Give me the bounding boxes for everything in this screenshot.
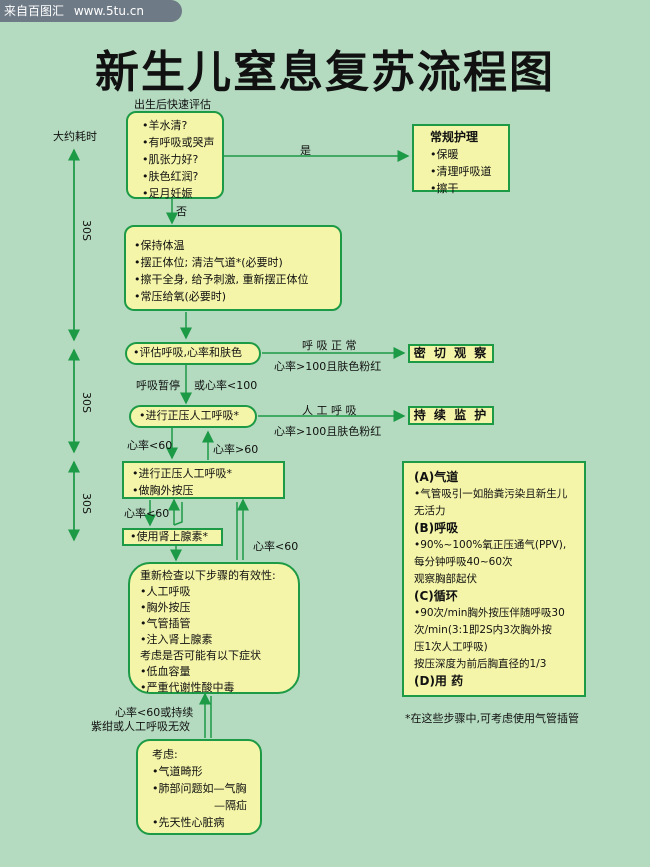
hr-lt60-label-c: 心率<60: [253, 540, 299, 553]
assess-pill: •评估呼吸,心率和肤色: [125, 342, 261, 365]
hr-gt60-label: 心率>60: [213, 443, 259, 456]
birth-eval-label: 出生后快速评估: [134, 98, 211, 111]
eval-item: •肤色红润?: [142, 170, 199, 183]
legend-a-text: •气管吸引一如胎粪污染且新生儿: [414, 488, 568, 500]
epinephrine-box: •使用肾上腺素*: [122, 528, 223, 546]
no-label: 否: [176, 205, 187, 218]
abcd-legend-box: (A)气道 •气管吸引一如胎粪污染且新生儿 无活力 (B)呼吸 •90%~100…: [402, 461, 586, 697]
or-hr-label: 或心率<100: [194, 379, 258, 392]
consider-item: •先天性心脏病: [152, 816, 225, 829]
routine-care-box: 常规护理 •保暖 •清理呼吸道 •擦干: [412, 124, 510, 195]
legend-a-title: (A)气道: [414, 470, 459, 484]
recheck-item: •严重代谢性酸中毒: [140, 681, 235, 694]
routine-care-item: •保暖: [430, 148, 459, 161]
time-30s-1: 30S: [79, 220, 93, 241]
observe-box: 密 切 观 察: [408, 344, 494, 363]
recheck-item: •气管插管: [140, 617, 191, 630]
consider-item: •气道畸形: [152, 765, 203, 778]
cpr-box: •进行正压人工呼吸* •做胸外按压: [122, 461, 285, 499]
persist-label-2: 紫绀或人工呼吸无效: [91, 720, 190, 733]
recheck-item: 考虑是否可能有以下症状: [140, 649, 261, 662]
consider-item: 考虑:: [152, 748, 178, 761]
time-30s-3: 30S: [79, 493, 93, 514]
recheck-box: 重新检查以下步骤的有效性: •人工呼吸 •胸外按压 •气管插管 •注入肾上腺素 …: [128, 562, 300, 694]
routine-care-item: •擦干: [430, 182, 459, 195]
legend-b-text: •90%~100%氧正压通气(PPV),: [414, 539, 567, 551]
time-label: 大约耗时: [53, 130, 97, 143]
cpr-item: •进行正压人工呼吸*: [132, 467, 232, 480]
initial-step-item: •常压给氧(必要时): [134, 290, 227, 303]
eval-item: •羊水清?: [142, 119, 188, 132]
legend-b-text: 每分钟呼吸40~60次: [414, 556, 513, 568]
watermark-url: www.5tu.cn: [73, 4, 144, 18]
legend-c-text: 压1次人工呼吸): [414, 641, 488, 653]
legend-b-text: 观察胸部起伏: [414, 573, 477, 585]
consider-item: —隔疝: [214, 799, 247, 812]
apnea-label: 呼吸暂停: [136, 379, 180, 392]
legend-c-text: •90次/min胸外按压伴随呼吸30: [414, 607, 565, 619]
routine-care-item: •清理呼吸道: [430, 165, 492, 178]
legend-d-title: (D)用 药: [414, 674, 464, 688]
routine-care-title: 常规护理: [430, 130, 479, 144]
footnote: *在这些步骤中,可考虑使用气管插管: [405, 712, 579, 725]
yes-label: 是: [300, 144, 311, 157]
initial-steps-box: •保持体温 •摆正体位; 清洁气道*(必要时) •擦干全身, 给予刺激, 重新摆…: [124, 225, 342, 311]
consider-item: •肺部问题如—气胸: [152, 782, 247, 795]
legend-c-title: (C)循环: [414, 589, 458, 603]
eval-item: •足月妊娠: [142, 187, 193, 200]
initial-step-item: •摆正体位; 清洁气道*(必要时): [134, 256, 283, 269]
resp-normal-label: 呼 吸 正 常: [302, 339, 357, 352]
monitor-box: 持 续 监 护: [408, 406, 494, 425]
recheck-item: •胸外按压: [140, 601, 191, 614]
hr-pink-label-1: 心率>100且肤色粉红: [274, 360, 382, 373]
initial-step-item: •擦干全身, 给予刺激, 重新摆正体位: [134, 273, 309, 286]
watermark: 来自百图汇 www.5tu.cn: [0, 0, 182, 22]
page-title: 新生儿窒息复苏流程图: [95, 47, 555, 98]
legend-a-text: 无活力: [414, 505, 446, 517]
legend-b-title: (B)呼吸: [414, 521, 459, 535]
eval-item: •有呼吸或哭声: [142, 136, 215, 149]
recheck-item: •人工呼吸: [140, 585, 191, 598]
legend-c-text: 次/min(3:1即2S内3次胸外按: [414, 624, 552, 636]
recheck-item: •低血容量: [140, 665, 191, 678]
legend-c-text: 按压深度为前后胸直径的1/3: [414, 658, 547, 670]
persist-label-1: 心率<60或持续: [115, 706, 194, 719]
hr-pink-label-2: 心率>100且肤色粉红: [274, 425, 382, 438]
time-30s-2: 30S: [79, 392, 93, 413]
eval-box: •羊水清? •有呼吸或哭声 •肌张力好? •肤色红润? •足月妊娠: [126, 111, 224, 200]
watermark-site: 来自百图汇: [4, 4, 65, 18]
ppv-label: 人 工 呼 吸: [302, 404, 357, 417]
initial-step-item: •保持体温: [134, 239, 185, 252]
hr-lt60-label-b: 心率<60: [124, 507, 170, 520]
recheck-item: 重新检查以下步骤的有效性:: [140, 569, 276, 582]
eval-item: •肌张力好?: [142, 153, 199, 166]
recheck-item: •注入肾上腺素: [140, 633, 213, 646]
hr-lt60-label-a: 心率<60: [127, 439, 173, 452]
consider-box: 考虑: •气道畸形 •肺部问题如—气胸 —隔疝 •先天性心脏病: [136, 739, 262, 835]
ppv-pill: •进行正压人工呼吸*: [129, 405, 257, 428]
cpr-item: •做胸外按压: [132, 484, 194, 497]
